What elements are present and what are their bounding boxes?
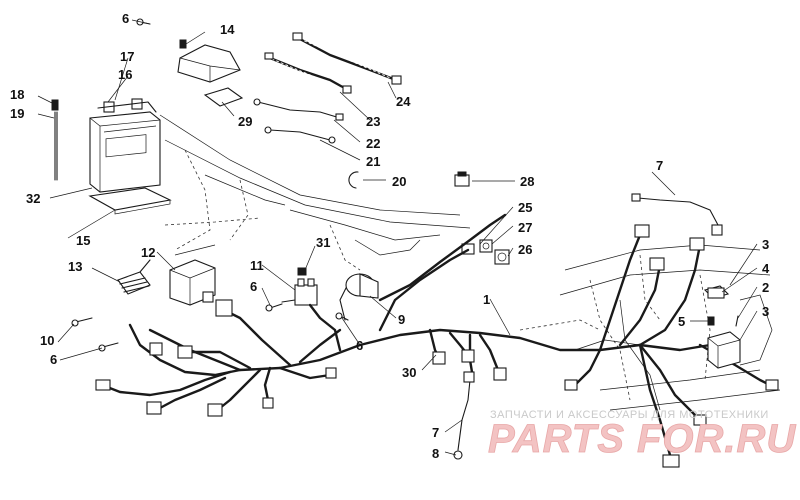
battery-cable-23 <box>264 52 352 94</box>
callout-32: 32 <box>26 191 40 206</box>
battery-tray-15 <box>88 187 172 215</box>
harness-connectors <box>95 224 779 468</box>
callout-10: 10 <box>40 333 54 348</box>
screw-5 <box>707 316 715 326</box>
main-wiring-harness-1 <box>100 213 772 457</box>
watermark: ЗАПЧАСТИ И АКСЕССУАРЫ ДЛЯ МОТОТЕХНИКИ PA… <box>488 409 796 461</box>
callout-24: 24 <box>396 94 411 109</box>
callout-21: 21 <box>366 154 380 169</box>
callout-14: 14 <box>220 22 235 37</box>
pad-29 <box>203 87 244 107</box>
callout-3: 3 <box>762 237 769 252</box>
callout-8: 8 <box>432 446 439 461</box>
screw-2 <box>735 315 739 327</box>
callout-17: 17 <box>120 49 134 64</box>
callout-4: 4 <box>762 261 770 276</box>
callout-23: 23 <box>366 114 380 129</box>
frame-outline <box>159 114 781 411</box>
callout-6: 6 <box>50 352 57 367</box>
leader-lines <box>37 19 758 456</box>
wire-lead-7-upper <box>631 193 723 236</box>
starter-relay-11 <box>281 278 318 306</box>
callout-26: 26 <box>518 242 532 257</box>
callout-22: 22 <box>366 136 380 151</box>
callout-9: 9 <box>398 312 405 327</box>
callout-15: 15 <box>76 233 90 248</box>
callout-6: 6 <box>356 338 363 353</box>
callout-20: 20 <box>392 174 406 189</box>
cdi-box-12 <box>169 259 216 306</box>
callout-5: 5 <box>678 314 685 329</box>
callout-30: 30 <box>402 365 416 380</box>
cable-21 <box>264 126 336 144</box>
cable-22 <box>253 98 344 121</box>
callout-25: 25 <box>518 200 532 215</box>
callout-11: 11 <box>250 258 264 273</box>
battery-cover-bracket-14 <box>177 39 241 83</box>
fuse-holder-4 <box>707 287 725 299</box>
callout-7: 7 <box>656 158 663 173</box>
relay-31 <box>297 267 307 276</box>
ignition-coil-9 <box>339 273 379 321</box>
callout-labels: 6 14 17 16 18 19 32 15 29 24 23 22 21 20… <box>10 11 770 461</box>
callout-6: 6 <box>250 279 257 294</box>
battery-32 <box>89 98 161 193</box>
callout-31: 31 <box>316 235 330 250</box>
callout-7: 7 <box>432 425 439 440</box>
battery-cable-24 <box>292 32 402 85</box>
watermark-tagline: ЗАПЧАСТИ И АКСЕССУАРЫ ДЛЯ МОТОТЕХНИКИ <box>490 409 769 421</box>
relay-3-lower <box>707 331 741 369</box>
callout-13: 13 <box>68 259 82 274</box>
callout-6: 6 <box>122 11 129 26</box>
connector-28 <box>454 171 470 187</box>
regulator-13 <box>117 259 151 295</box>
hold-down-strap-rods-18-19 <box>51 99 59 181</box>
callout-18: 18 <box>10 87 24 102</box>
callout-16: 16 <box>118 67 132 82</box>
connector-27 <box>479 239 493 253</box>
callout-12: 12 <box>141 245 155 260</box>
callout-19: 19 <box>10 106 24 121</box>
callout-3: 3 <box>762 304 769 319</box>
screws <box>71 18 349 352</box>
callout-27: 27 <box>518 220 532 235</box>
callout-1: 1 <box>483 292 490 307</box>
callout-28: 28 <box>520 174 534 189</box>
callout-29: 29 <box>238 114 252 129</box>
callout-2: 2 <box>762 280 769 295</box>
wire-lead-7-8-lower <box>453 371 475 460</box>
clip-20 <box>348 171 359 189</box>
connector-26 <box>494 249 510 265</box>
watermark-brand: PARTS FOR.RU <box>488 417 796 461</box>
